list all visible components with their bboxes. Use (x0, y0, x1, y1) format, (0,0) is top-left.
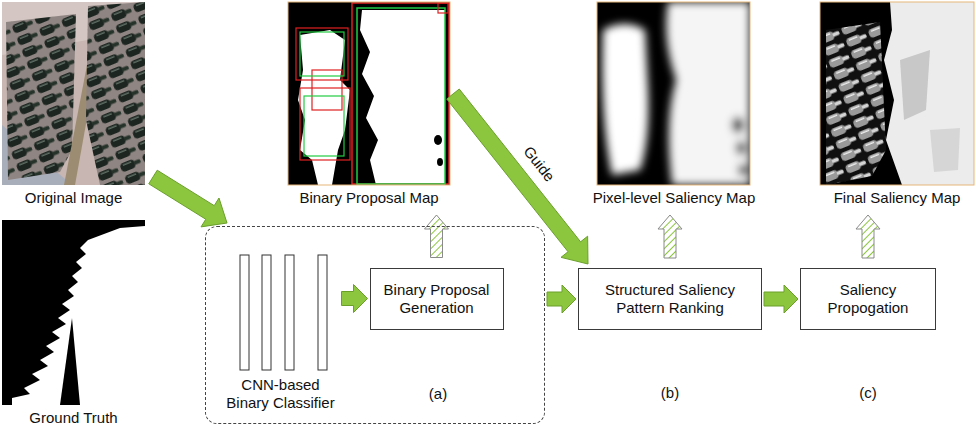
output-arrow (658, 215, 682, 258)
saliency-map-image (597, 2, 750, 185)
saliency-map-image (602, 2, 750, 185)
layer-bar (285, 255, 294, 370)
flow-arrow (447, 89, 588, 264)
image-panel: Final Saliency Map (820, 2, 974, 207)
saliency-map-image (732, 117, 744, 133)
block-label: CNN-based Binary Classifier (223, 376, 339, 412)
ground-truth-mask (2, 220, 145, 405)
final-map-image (930, 128, 960, 172)
saliency-map-image (736, 141, 746, 155)
layer-bar (240, 255, 249, 370)
saliency-map-image (602, 24, 648, 175)
proposal-map-image (288, 2, 450, 185)
part-label: (a) (429, 385, 447, 403)
image-caption: Final Saliency Map (834, 189, 961, 207)
edge-label: Guide (520, 143, 559, 186)
saliency-map-image (597, 2, 750, 185)
photo-image (6, 14, 76, 180)
proposal-map-image (288, 2, 450, 185)
process-box: Binary Proposal Generation (370, 268, 504, 330)
proposal-map-image (296, 28, 348, 80)
image-caption: Original Image (25, 189, 123, 207)
flow-arrow (547, 285, 576, 313)
image-caption: Binary Proposal Map (299, 189, 438, 207)
saliency-map-image (602, 2, 750, 185)
output-arrow (856, 215, 880, 258)
box-label: Structured Saliency Pattern Ranking (589, 281, 751, 317)
proposal-map-image (326, 169, 334, 175)
image-panel: Binary Proposal Map (288, 2, 450, 207)
final-map-image (884, 2, 974, 185)
ground-truth-mask (60, 318, 80, 405)
photo-image (2, 2, 145, 185)
image-panel: Pixel-level Saliency Map (588, 2, 760, 207)
layer-bar (318, 255, 327, 370)
layer-bar (262, 255, 271, 370)
box-label: Binary Proposal Generation (381, 281, 493, 317)
final-map-image (900, 50, 930, 120)
saliency-map-image (738, 164, 748, 176)
flow-arrow (149, 170, 227, 227)
box-label: Saliency Propogation (811, 281, 925, 317)
part-label: (b) (661, 384, 679, 402)
final-map-image (820, 2, 974, 185)
image-panel: Original Image (2, 2, 145, 207)
image-caption: Ground Truth (29, 409, 117, 427)
output-arrow (425, 215, 449, 258)
classifier-layers (222, 250, 340, 375)
part-label: (c) (859, 384, 877, 402)
proposal-map-image (360, 10, 445, 185)
proposal-map-image (357, 8, 445, 184)
proposal-map-image (437, 158, 443, 166)
flow-arrow (764, 285, 798, 313)
saliency-map-image (666, 2, 750, 185)
final-map-image (820, 2, 974, 185)
proposal-map-image (300, 32, 344, 76)
ground-truth-mask (12, 226, 145, 405)
proposal-map-image (288, 2, 450, 185)
process-box: Structured Saliency Pattern Ranking (578, 268, 762, 330)
saliency-map-image (597, 2, 750, 185)
process-box: Saliency Propogation (800, 268, 936, 330)
photo-image (86, 2, 145, 185)
dashed-group: CNN-based Binary Classifier Binary Propos… (205, 226, 545, 424)
classifier-block: CNN-based Binary Classifier (222, 250, 340, 420)
proposal-map-image (438, 3, 448, 13)
final-map-image (820, 2, 974, 185)
proposal-map-image (298, 30, 350, 185)
flow-arrow (342, 285, 368, 313)
image-caption: Pixel-level Saliency Map (593, 189, 756, 207)
final-map-image (826, 22, 886, 185)
proposal-map-image (304, 96, 344, 156)
proposal-map-image (434, 135, 442, 145)
photo-image (2, 2, 145, 185)
proposal-map-image (352, 3, 449, 184)
image-panel: Ground Truth (2, 220, 145, 427)
ground-truth-mask (2, 220, 145, 405)
